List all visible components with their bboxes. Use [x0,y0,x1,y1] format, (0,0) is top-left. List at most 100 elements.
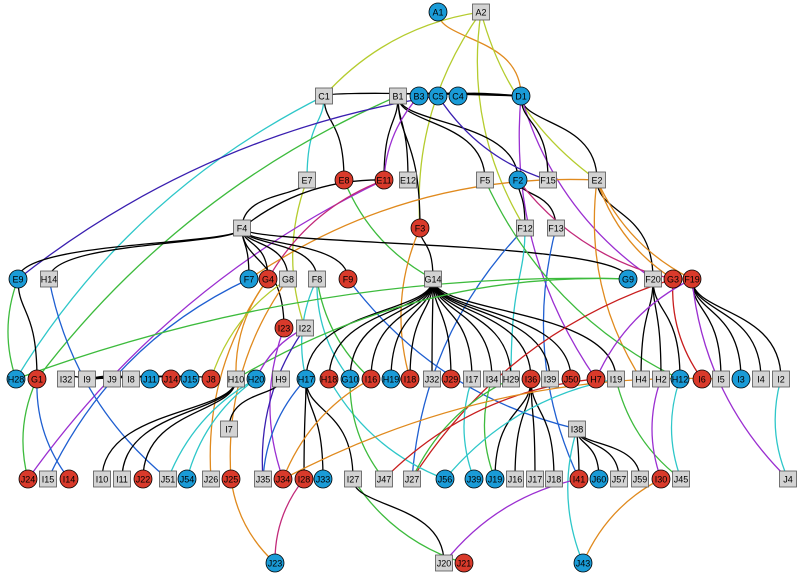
node-G14: G14 [424,270,442,288]
node-label: J29 [444,375,459,385]
node-J54: J54 [177,469,197,489]
node-label: I34 [486,375,499,385]
node-label: J45 [674,475,689,485]
node-label: J50 [564,375,579,385]
node-label: F9 [343,275,354,285]
edge-I38-J43 [567,428,584,564]
node-label: J22 [136,475,151,485]
node-label: J11 [143,375,157,385]
node-G10: G10 [340,369,360,389]
node-J34: J34 [273,469,293,489]
edge-I34-J19 [483,378,496,480]
edge-I36-J19 [494,378,532,480]
node-J45: J45 [672,470,690,488]
node-label: G10 [341,375,358,385]
node-I2: I2 [772,370,790,388]
node-label: J35 [256,475,271,485]
node-circle-shape [586,369,606,389]
node-circle-shape [161,369,181,389]
node-J17: J17 [526,470,544,488]
node-I19: I19 [607,370,625,388]
node-label: I4 [757,375,765,385]
node-label: J16 [508,475,523,485]
node-circle-shape [334,170,354,190]
node-I38: I38 [568,420,586,438]
node-circle-shape [569,469,589,489]
edge-C5-F15 [437,95,549,181]
edge-G14-J50 [432,278,572,380]
node-E12: E12 [399,171,417,189]
node-label: G3 [667,275,679,285]
node-square-shape [463,370,481,388]
node-label: J57 [612,475,627,485]
node-I27: I27 [344,470,362,488]
node-H10: H10 [227,370,245,388]
node-circle-shape [180,369,200,389]
node-label: I38 [571,425,584,435]
node-label: I32 [60,375,73,385]
node-J47: J47 [375,470,393,488]
node-circle-shape [589,469,609,489]
node-label: B1 [392,92,403,102]
node-label: J18 [547,475,562,485]
node-I16: I16 [361,369,381,389]
node-label: I14 [63,475,76,485]
edge-H10-J22 [142,378,237,480]
node-I22: I22 [296,319,314,337]
edge-F12-H29 [510,227,526,380]
node-I9: I9 [78,370,96,388]
node-square-shape [78,370,96,388]
node-label: I18 [404,375,417,385]
node-label: I23 [278,324,291,334]
node-square-shape [779,470,797,488]
node-label: F7 [244,275,255,285]
node-label: J33 [316,475,331,485]
node-circle-shape [435,469,455,489]
node-label: I6 [698,375,706,385]
node-label: G4 [262,275,274,285]
node-label: G8 [282,275,294,285]
node-J43: J43 [573,553,593,573]
node-label: I28 [298,475,311,485]
node-J19: J19 [485,469,505,489]
node-square-shape [712,370,730,388]
node-label: I10 [96,475,109,485]
node-square-shape [296,319,314,337]
node-H12: H12 [670,369,690,389]
edge-E8-G14 [343,179,434,280]
node-circle-shape [670,369,690,389]
edge-E2-G3 [596,179,674,280]
node-H9: H9 [272,370,290,388]
edge-G14-I16 [370,278,434,380]
node-circle-shape [258,269,278,289]
node-circle-shape [6,369,26,389]
node-square-shape [272,370,290,388]
node-circle-shape [454,553,474,573]
edge-G4-J26 [209,278,269,480]
node-square-shape [202,470,220,488]
node-label: I15 [42,475,55,485]
edge-F7-I15 [47,278,250,480]
node-F12: F12 [516,219,534,237]
edge-I41-J20 [443,478,580,564]
node-label: J60 [592,475,607,485]
node-circle-shape [485,469,505,489]
node-label: D1 [515,92,527,102]
edge-I19-J56 [444,378,617,480]
node-circle-shape [682,269,702,289]
node-circle-shape [511,86,531,106]
node-circle-shape [618,269,638,289]
edge-H12-J45 [670,378,682,480]
node-label: I27 [347,475,360,485]
edge-A2-F3 [418,11,482,229]
node-H29: H29 [502,370,520,388]
edge-F3-I18 [400,227,421,380]
node-label: J23 [268,559,283,569]
node-F5: F5 [476,171,494,189]
node-circle-shape [246,369,266,389]
node-circle-shape [140,369,160,389]
node-square-shape [632,370,650,388]
node-square-shape [220,420,238,438]
